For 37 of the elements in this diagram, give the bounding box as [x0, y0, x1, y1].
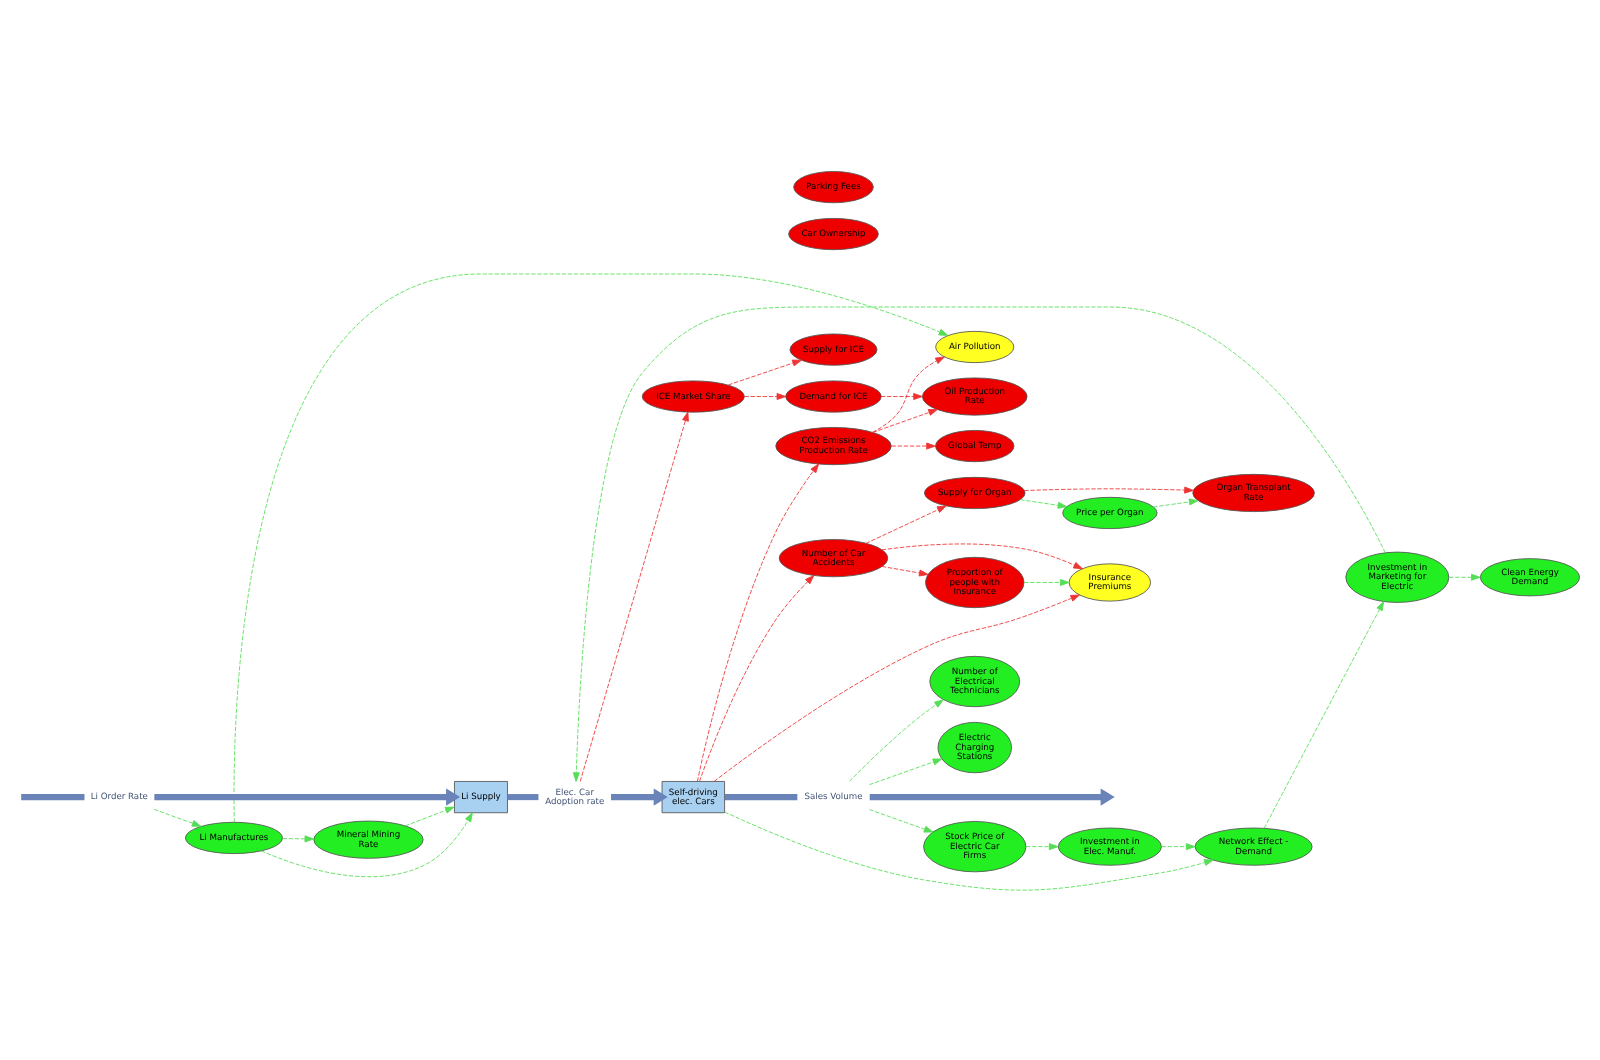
arrow [724, 810, 1214, 890]
arrow [869, 808, 934, 832]
arrow [579, 410, 689, 781]
arrow [1023, 578, 1070, 585]
arrow [153, 808, 202, 826]
arrow [880, 392, 923, 399]
arrow [869, 787, 1115, 805]
connector [21, 793, 85, 800]
arrow [261, 811, 473, 877]
arrow [871, 355, 945, 432]
arrow [744, 392, 787, 399]
arrow [891, 441, 936, 449]
connector [507, 793, 539, 800]
arrow [611, 787, 668, 805]
arrow [872, 408, 938, 432]
arrow [1023, 485, 1194, 493]
arrow [727, 358, 802, 385]
arrow [865, 504, 947, 543]
arrow [572, 305, 1386, 781]
arrow [1025, 842, 1059, 850]
connector [724, 793, 798, 800]
arrow [1161, 842, 1196, 850]
arrow [1019, 498, 1068, 508]
arrow [1263, 600, 1385, 828]
arrow [696, 462, 819, 781]
arrow [1152, 497, 1199, 507]
arrow [1448, 572, 1481, 580]
arrow [869, 757, 943, 785]
arrow [713, 593, 1081, 781]
arrow [881, 542, 1083, 569]
arrow [699, 574, 815, 781]
arrow [154, 787, 461, 805]
arrow [282, 834, 315, 842]
arrow [404, 805, 455, 826]
arrow [233, 272, 949, 822]
arrow [849, 698, 944, 781]
arrow [881, 565, 929, 576]
